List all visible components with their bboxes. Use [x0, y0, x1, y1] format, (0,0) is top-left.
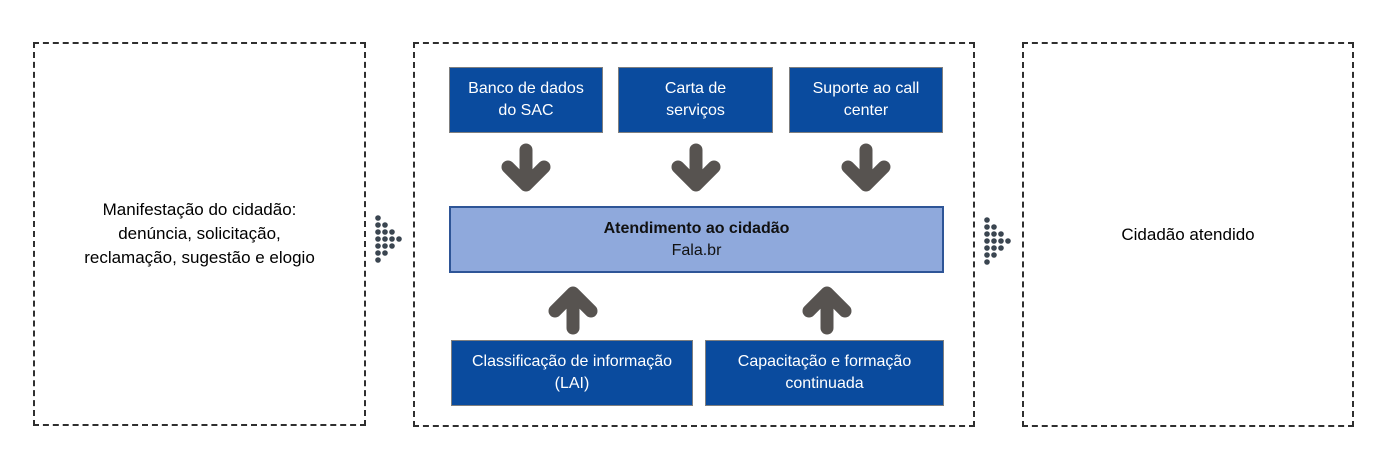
citizen-served-text: Cidadão atendido: [1121, 224, 1255, 244]
citizen-manifestation-text: Manifestação do cidadão: denúncia, solic…: [84, 200, 315, 267]
box-suporte-call-center-label: Suporte ao call center: [812, 80, 920, 119]
down-arrow-icon: [841, 143, 891, 192]
citizen-served-panel: Cidadão atendido: [1022, 42, 1354, 427]
box-suporte-call-center: Suporte ao call center: [789, 67, 943, 133]
box-carta-de-servicos-label: Carta de serviços: [664, 80, 727, 119]
dotted-flow-arrow-icon: [375, 215, 402, 263]
up-arrow-icon: [802, 286, 852, 335]
box-capacitacao-formacao: Capacitação e formação continuada: [705, 340, 944, 406]
box-classificacao-informacao-label: Classificação de informação (LAI): [471, 353, 673, 392]
down-arrow-icon: [501, 143, 551, 192]
up-arrow-icon: [548, 286, 598, 335]
citizen-manifestation-panel: Manifestação do cidadão: denúncia, solic…: [33, 42, 366, 426]
ouvidoria-process-panel: Banco de dados do SAC Carta de serviços …: [413, 42, 975, 427]
box-banco-de-dados-sac-label: Banco de dados do SAC: [468, 80, 584, 119]
dotted-flow-arrow-icon: [984, 217, 1011, 265]
hub-title: Atendimento ao cidadão: [603, 219, 790, 237]
box-banco-de-dados-sac: Banco de dados do SAC: [449, 67, 603, 133]
box-carta-de-servicos: Carta de serviços: [618, 67, 773, 133]
hub-atendimento-box: Atendimento ao cidadão Fala.br: [449, 206, 944, 273]
box-capacitacao-formacao-label: Capacitação e formação continuada: [737, 353, 912, 392]
down-arrow-icon: [671, 143, 721, 192]
box-classificacao-informacao: Classificação de informação (LAI): [451, 340, 693, 406]
hub-subtitle: Fala.br: [671, 241, 722, 259]
